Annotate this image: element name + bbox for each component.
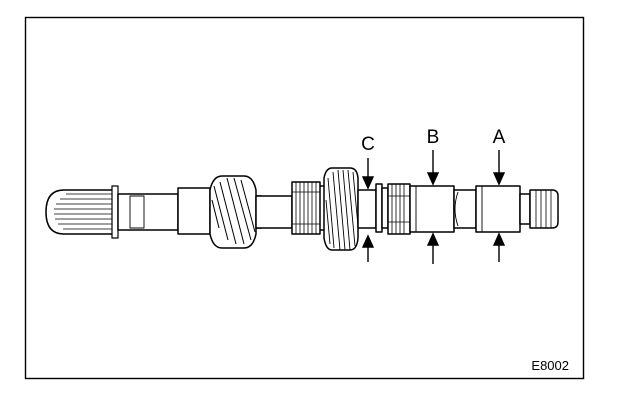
splined-collar — [291, 181, 321, 235]
helical-gear-2 — [320, 167, 359, 251]
helical-gear-1 — [209, 175, 262, 249]
spline-end — [45, 185, 119, 239]
label-b: B — [427, 127, 440, 148]
figure-code: E8002 — [531, 358, 569, 373]
measurement-marker-a — [492, 150, 506, 262]
synchro-hub — [387, 183, 411, 235]
right-spline-end — [529, 189, 559, 229]
measurement-marker-b — [426, 150, 440, 264]
label-a: A — [493, 127, 506, 148]
diagram-frame — [24, 16, 585, 380]
measurement-marker-c — [361, 158, 375, 262]
label-c: C — [361, 134, 375, 155]
shaft — [45, 167, 559, 251]
